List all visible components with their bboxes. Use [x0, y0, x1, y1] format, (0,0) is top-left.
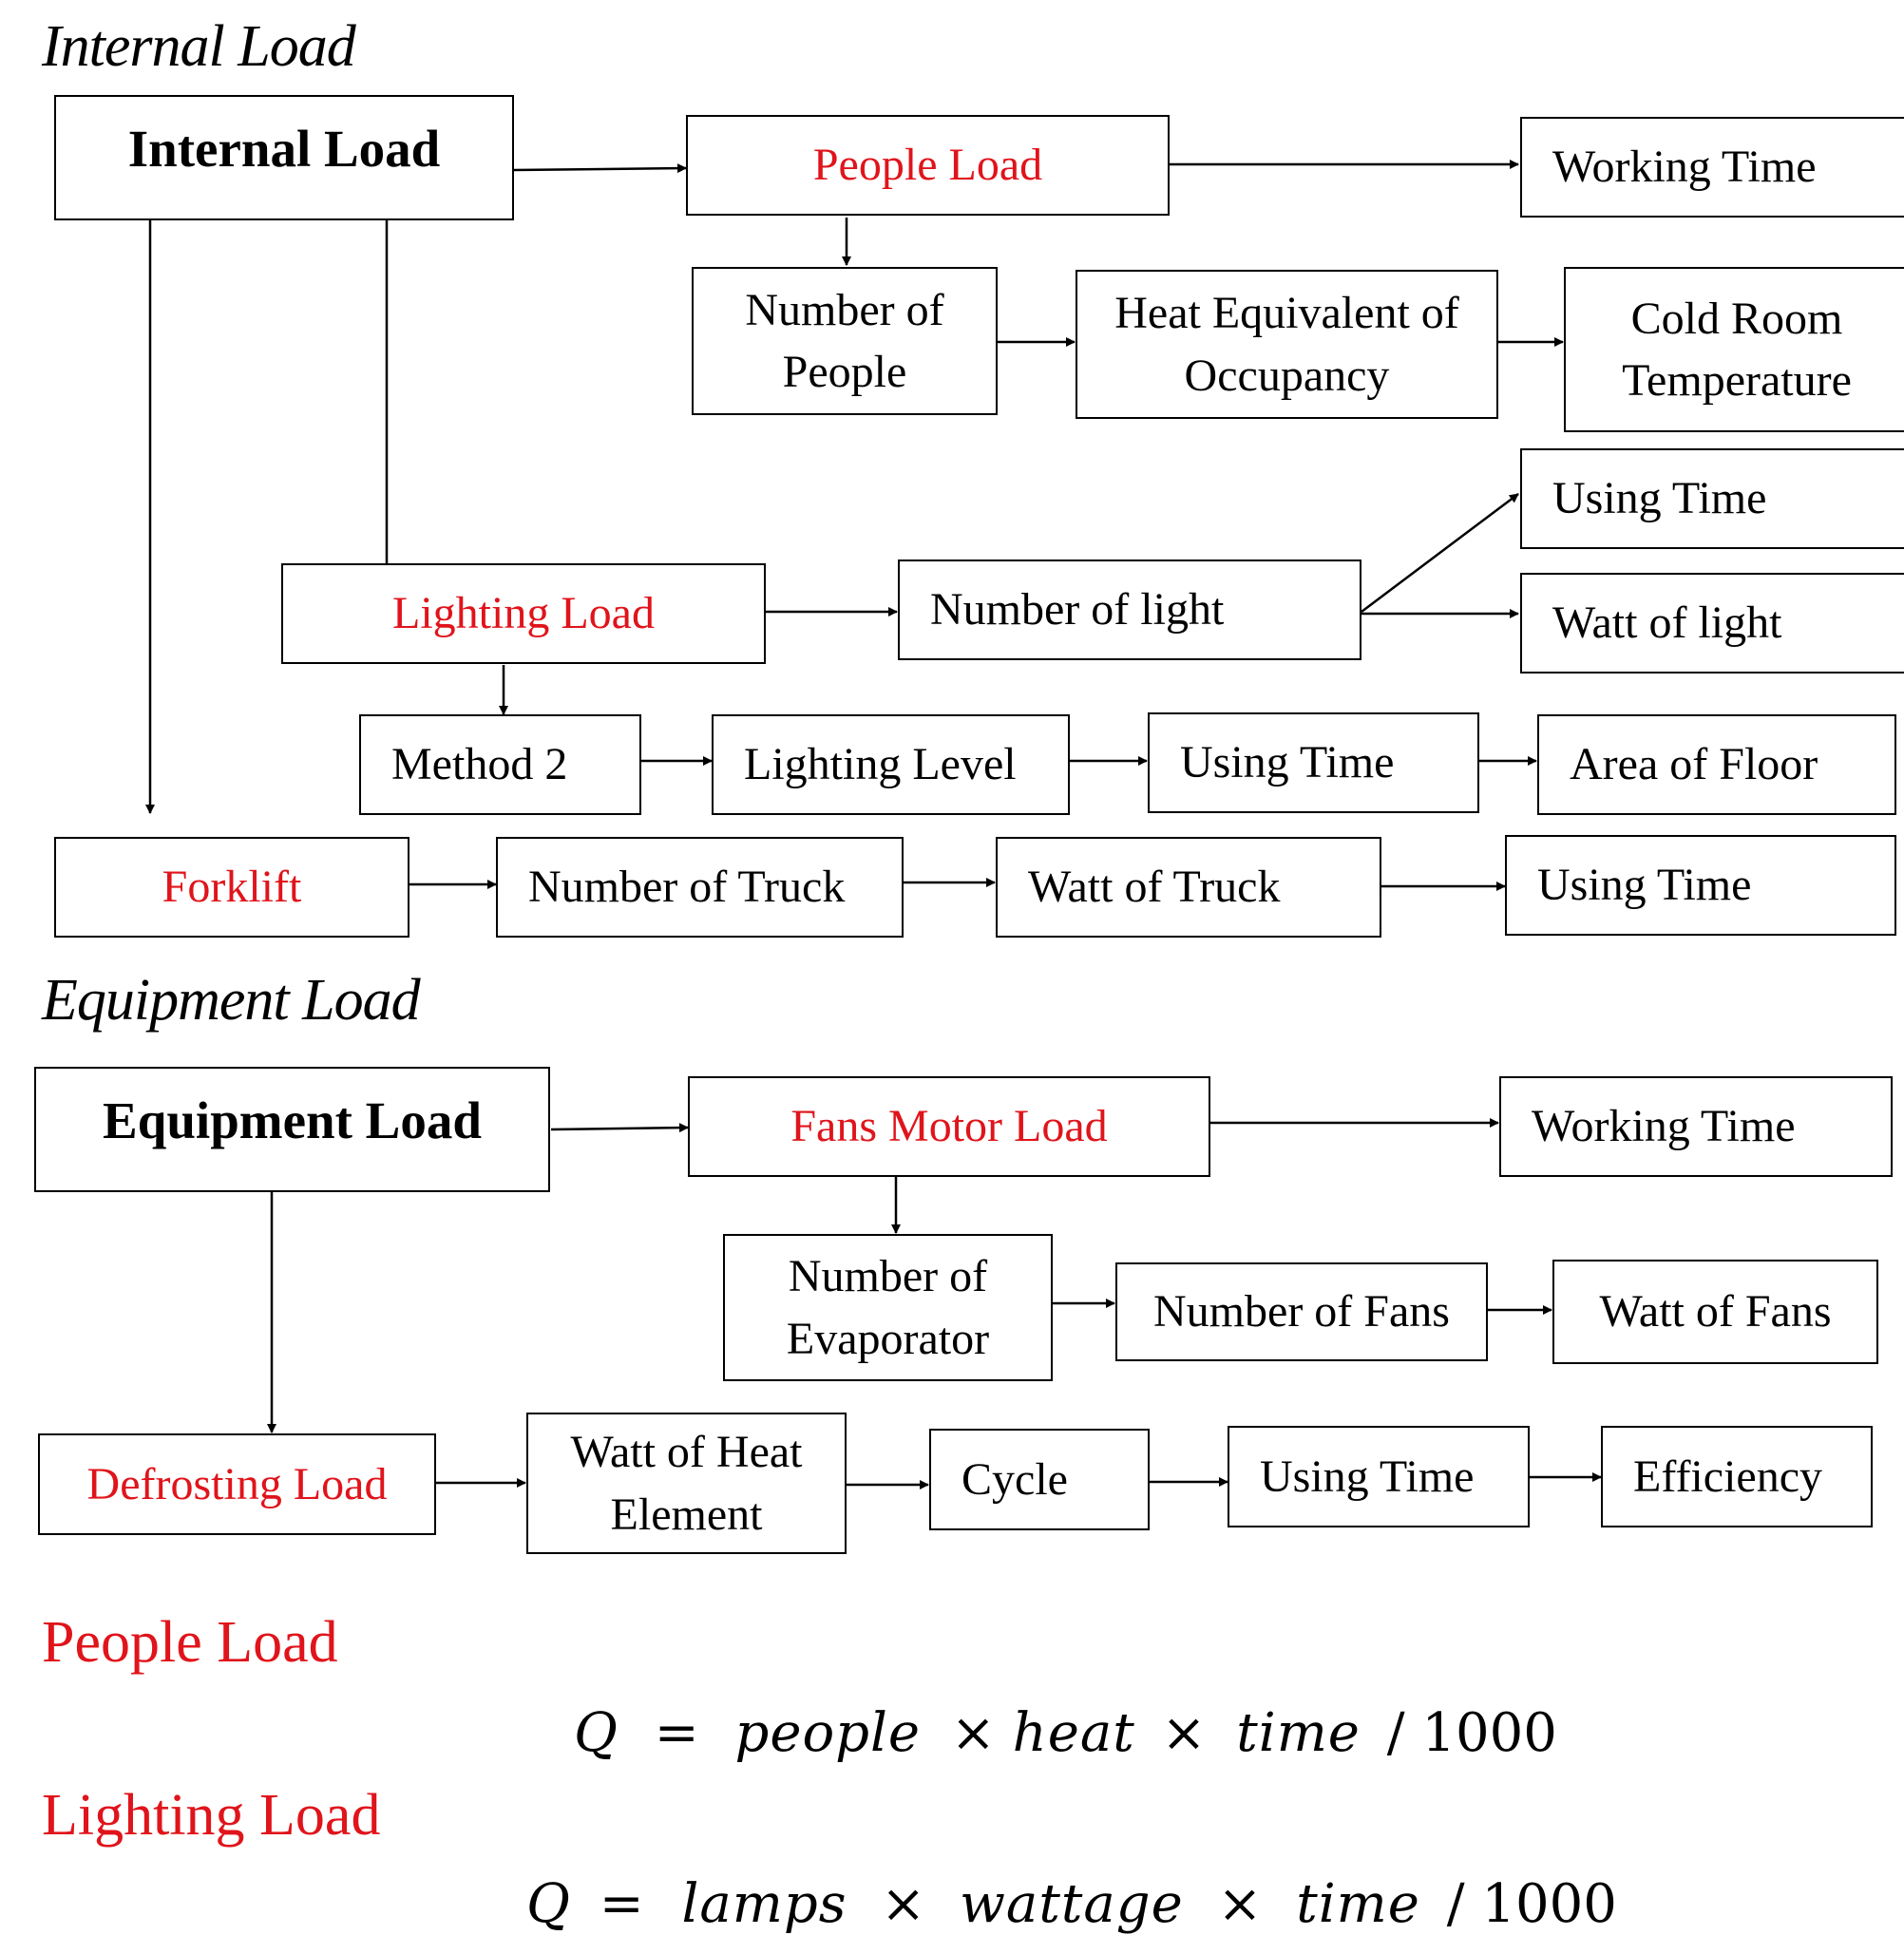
- formula-divisor: / 1000: [1386, 1702, 1557, 1764]
- watt-of-light-node: Watt of light: [1520, 573, 1904, 673]
- formula-divisor: / 1000: [1446, 1873, 1617, 1935]
- equipment-load-root: Equipment Load: [34, 1067, 550, 1192]
- formula-wattage: wattage: [960, 1873, 1184, 1935]
- forklift-node: Forklift: [54, 837, 409, 938]
- internal-load-heading: Internal Load: [42, 14, 356, 79]
- equipment-load-heading: Equipment Load: [42, 968, 421, 1033]
- number-of-evaporator-node: Number of Evaporator: [723, 1234, 1053, 1381]
- internal-load-root: Internal Load: [54, 95, 514, 220]
- formula-times: ×: [1217, 1873, 1263, 1935]
- watt-of-truck-node: Watt of Truck: [996, 837, 1381, 938]
- formula-equals: =: [654, 1702, 699, 1764]
- working-time-fans-node: Working Time: [1499, 1076, 1893, 1177]
- formula-time: time: [1236, 1702, 1361, 1764]
- formula-times: ×: [881, 1873, 926, 1935]
- lighting-load-formula: Q = lamps × wattage × time / 1000: [526, 1873, 1617, 1935]
- formula-q: Q: [526, 1873, 571, 1935]
- people-load-node: People Load: [686, 115, 1170, 216]
- arrow-equipment-to-fans-motor: [550, 1123, 689, 1133]
- working-time-node: Working Time: [1520, 117, 1904, 218]
- watt-of-heat-element-node: Watt of Heat Element: [526, 1413, 847, 1554]
- formula-equals: =: [599, 1873, 644, 1935]
- formula-heat: heat: [1012, 1702, 1135, 1764]
- number-of-fans-node: Number of Fans: [1115, 1262, 1488, 1361]
- formula-time: time: [1296, 1873, 1420, 1935]
- fans-motor-load-node: Fans Motor Load: [688, 1076, 1210, 1177]
- arrow-number-of-light-to-using-time: [1361, 493, 1519, 613]
- lighting-load-node: Lighting Load: [281, 563, 766, 664]
- people-load-formula-title: People Load: [42, 1610, 338, 1675]
- using-time-method-node: Using Time: [1148, 712, 1479, 813]
- defrosting-load-node: Defrosting Load: [38, 1433, 436, 1535]
- watt-of-fans-node: Watt of Fans: [1552, 1260, 1878, 1364]
- method-2-node: Method 2: [359, 714, 641, 815]
- efficiency-node: Efficiency: [1601, 1426, 1873, 1527]
- heat-equivalent-node: Heat Equivalent of Occupancy: [1076, 270, 1498, 419]
- formula-times: ×: [950, 1702, 996, 1764]
- lighting-level-node: Lighting Level: [712, 714, 1070, 815]
- using-time-truck-node: Using Time: [1505, 835, 1896, 936]
- cycle-node: Cycle: [929, 1429, 1150, 1530]
- formula-lamps: lamps: [681, 1873, 847, 1935]
- using-time-defrost-node: Using Time: [1228, 1426, 1530, 1527]
- formula-people: people: [734, 1702, 922, 1764]
- number-of-truck-node: Number of Truck: [496, 837, 904, 938]
- formula-q: Q: [574, 1702, 619, 1764]
- area-of-floor-node: Area of Floor: [1537, 714, 1896, 815]
- arrow-internal-to-people: [513, 163, 687, 174]
- number-of-light-node: Number of light: [898, 560, 1361, 660]
- lighting-load-formula-title: Lighting Load: [42, 1783, 381, 1848]
- cold-room-temperature-node: Cold Room Temperature: [1564, 267, 1904, 432]
- formula-times: ×: [1161, 1702, 1207, 1764]
- people-load-formula: Q = people × heat × time / 1000: [574, 1702, 1557, 1764]
- using-time-light-node: Using Time: [1520, 448, 1904, 549]
- number-of-people-node: Number of People: [692, 267, 998, 415]
